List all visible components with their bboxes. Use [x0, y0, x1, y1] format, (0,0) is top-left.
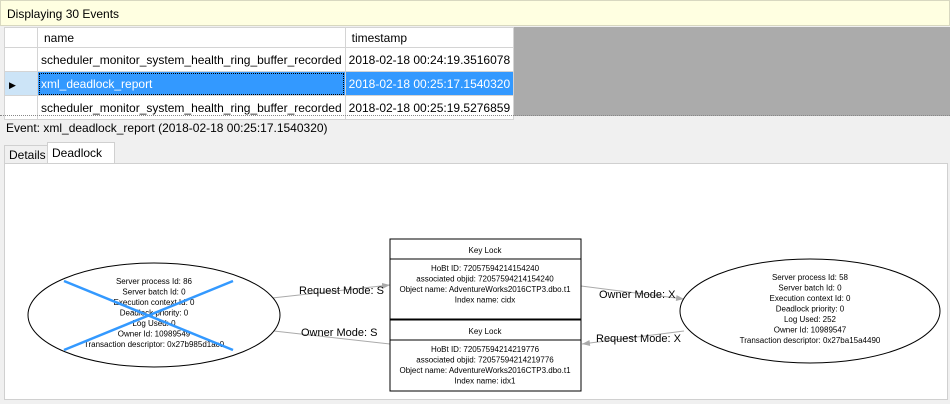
deadlock-graph-panel: Request Mode: S Owner Mode: X Request Mo…	[4, 163, 948, 400]
table-row-selected[interactable]: ▶ xml_deadlock_report 2018-02-18 00:25:1…	[4, 71, 515, 96]
lock-detail-line: associated objid: 72057594214219776	[416, 356, 554, 365]
pane-splitter[interactable]	[0, 115, 950, 119]
lock-detail-line: associated objid: 72057594214154240	[416, 275, 554, 284]
events-grid[interactable]: name timestamp scheduler_monitor_system_…	[4, 27, 950, 120]
tab-details[interactable]: Details	[4, 145, 48, 165]
lock-detail-line: Index name: idx1	[455, 377, 516, 386]
process-detail-line: Deadlock priority: 0	[776, 305, 845, 314]
process-detail-line: Execution context Id: 0	[114, 298, 195, 307]
process-detail-line: Log Used: 0	[132, 319, 176, 328]
edge-request-x	[581, 330, 685, 346]
tab-deadlock[interactable]: Deadlock	[47, 142, 115, 165]
cell-timestamp[interactable]: 2018-02-18 00:24:19.3516078	[344, 47, 515, 72]
process-detail-line: Transaction descriptor: 0x27b985d1ac0	[84, 340, 225, 349]
victim-cross-icon	[63, 279, 234, 352]
process-detail-line: Execution context Id: 0	[770, 294, 851, 303]
deadlock-graph: Request Mode: S Owner Mode: X Request Mo…	[27, 238, 941, 392]
edge-owner-x	[580, 285, 685, 301]
row-header[interactable]: ▶	[4, 71, 38, 96]
lock-detail-line: Object name: AdventureWorks2016CTP3.dbo.…	[399, 285, 571, 294]
lock-title: Key Lock	[469, 327, 503, 336]
process-detail-line: Log Used: 252	[784, 315, 837, 324]
process-detail-line: Transaction descriptor: 0x27ba15a4490	[740, 336, 881, 345]
cell-name[interactable]: scheduler_monitor_system_health_ring_buf…	[37, 95, 346, 120]
edge-label: Owner Mode: S	[301, 327, 377, 339]
cell-name[interactable]: xml_deadlock_report	[37, 71, 346, 96]
current-row-arrow-icon: ▶	[9, 79, 16, 90]
victim-process-node[interactable]: Server process Id: 86 Server batch Id: 0E…	[27, 262, 281, 368]
edge-label: Owner Mode: X	[599, 289, 676, 301]
cell-name[interactable]: scheduler_monitor_system_health_ring_buf…	[37, 47, 346, 72]
row-header[interactable]	[4, 47, 38, 72]
row-header-corner	[4, 27, 38, 48]
process-detail-line: Server batch Id: 0	[122, 288, 186, 297]
event-count-status: Displaying 30 Events	[0, 0, 950, 26]
column-header-timestamp[interactable]: timestamp	[344, 27, 515, 48]
lock-detail-line: HoBt ID: 72057594214154240	[431, 264, 540, 273]
cell-timestamp[interactable]: 2018-02-18 00:25:17.1540320	[344, 71, 515, 96]
edge-owner-s	[264, 327, 391, 345]
process-detail-line: Owner Id: 10989549	[118, 330, 191, 339]
lock-detail-line: HoBt ID: 72057594214219776	[431, 345, 540, 354]
column-header-name[interactable]: name	[37, 27, 346, 48]
event-label: Event: xml_deadlock_report (2018-02-18 0…	[6, 121, 328, 135]
grid-header-row: name timestamp	[4, 27, 515, 48]
lock-detail-line: Object name: AdventureWorks2016CTP3.dbo.…	[399, 366, 571, 375]
table-row[interactable]: scheduler_monitor_system_health_ring_buf…	[4, 47, 515, 72]
lock-detail-line: Index name: cidx	[455, 296, 515, 305]
edge-request-s	[262, 282, 391, 300]
process-detail-line: Server process Id: 86	[116, 277, 193, 286]
process-detail-line: Owner Id: 10989547	[774, 326, 847, 335]
edge-label: Request Mode: S	[299, 285, 384, 297]
process-node[interactable]: Server process Id: 58 Server batch Id: 0E…	[679, 258, 941, 364]
process-detail-line: Server batch Id: 0	[778, 284, 842, 293]
lock-title: Key Lock	[469, 246, 503, 255]
process-detail-line: Server process Id: 58	[772, 273, 849, 282]
edge-label: Request Mode: X	[596, 333, 682, 345]
